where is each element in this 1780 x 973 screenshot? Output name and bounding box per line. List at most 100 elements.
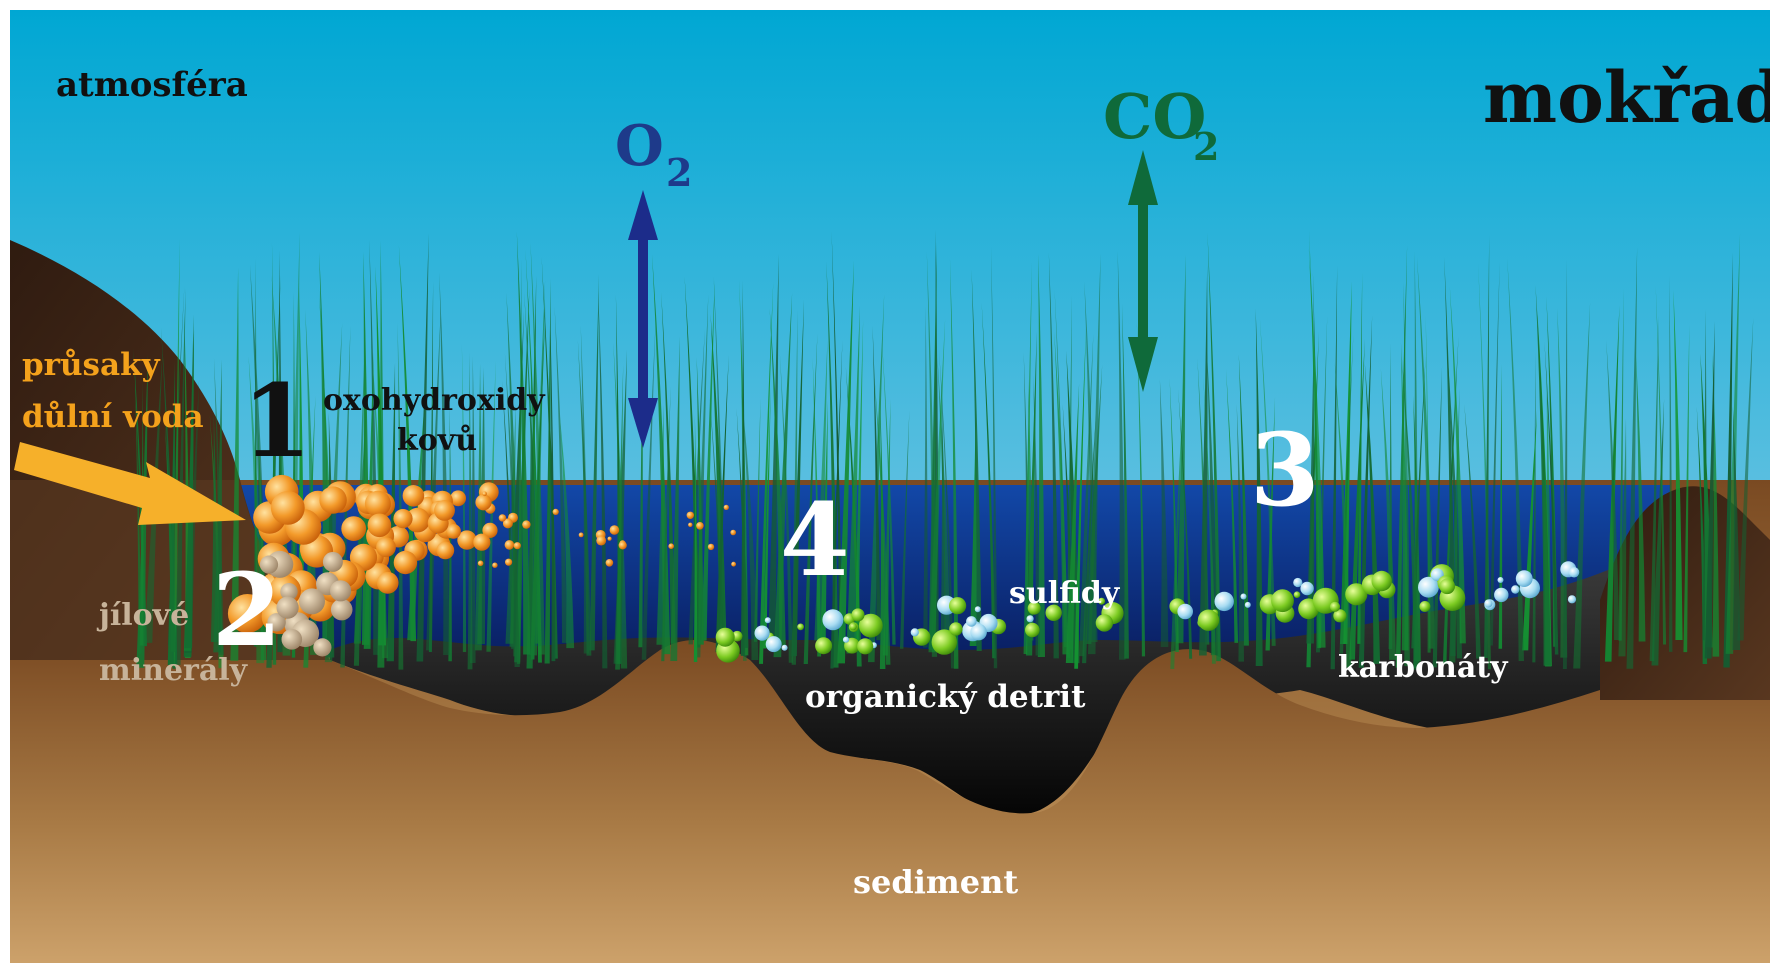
grass-blade: [1732, 406, 1741, 650]
sulfide-particle: [1098, 597, 1106, 605]
grass-blade: [305, 309, 317, 655]
carbonate-particle: [1026, 615, 1034, 623]
grass-blade: [1737, 317, 1754, 641]
grass-blade: [439, 272, 450, 655]
oxyhydroxides-label-line1: oxohydroxidy: [323, 383, 546, 418]
grass-blade: [1449, 287, 1466, 644]
organic-detritus-layer: [330, 565, 1620, 816]
grass-blade: [736, 408, 749, 648]
grass-blade: [638, 329, 643, 648]
iron-oxyhydroxide-particle: [473, 533, 491, 551]
grass-blade: [661, 386, 671, 662]
carbonate-particle: [1214, 591, 1234, 612]
carbonate-particle: [1484, 599, 1493, 608]
iron-oxyhydroxide-particle: [522, 520, 531, 529]
grass-blade: [516, 231, 531, 655]
grass-blade: [1136, 322, 1146, 657]
grass-blade: [670, 336, 680, 662]
grass-blade: [589, 274, 599, 651]
o2-label: O: [615, 113, 664, 179]
grass-blade: [1573, 302, 1591, 669]
co2-subscript: 2: [1193, 124, 1219, 169]
grass-blade: [1444, 257, 1456, 657]
iron-oxyhydroxide-particle: [723, 504, 729, 510]
grass-blade: [1159, 379, 1169, 647]
clay-mineral-particle: [299, 588, 325, 615]
carbonate-particle: [1418, 576, 1439, 598]
carbonate-particle: [910, 628, 919, 637]
sulfide-particle: [797, 623, 804, 631]
carbonate-particle: [764, 617, 771, 624]
grass-blade: [831, 231, 843, 652]
sediment-label: sediment: [853, 863, 1018, 901]
grass-blade: [1606, 340, 1620, 641]
iron-oxyhydroxide-particle: [696, 522, 704, 530]
clay-mineral-particle: [313, 638, 332, 657]
sulfide-particle: [1045, 604, 1062, 621]
grass-blade: [1544, 341, 1559, 655]
grass-blade: [530, 364, 541, 647]
sulfide-particle: [815, 637, 833, 655]
number-4: 4: [780, 481, 850, 599]
grass-blade: [172, 238, 180, 667]
grass-blade: [1673, 289, 1683, 641]
grass-blade: [1074, 326, 1087, 669]
grass-blade: [763, 387, 771, 649]
grass-blade: [773, 293, 793, 658]
iron-oxyhydroxide-particle: [319, 486, 347, 514]
grass-blade: [1065, 383, 1080, 664]
grass-blade: [759, 281, 774, 664]
grass-blade: [527, 358, 533, 657]
carbonates-label: karbonáty: [1338, 650, 1509, 685]
grass-blade: [872, 325, 881, 641]
sulfide-particle: [1329, 601, 1341, 612]
grass-blade: [1259, 318, 1276, 646]
grass-blade: [693, 414, 698, 663]
grass-reeds: [133, 230, 1754, 670]
clay-label-line1: jílové: [96, 598, 189, 633]
grass-blade: [1169, 378, 1179, 652]
grass-blade: [1054, 331, 1069, 655]
iron-oxyhydroxide-particle: [686, 511, 694, 519]
grass-blade: [696, 357, 704, 645]
iron-oxyhydroxide-particle: [436, 541, 455, 560]
sulfide-particle: [851, 608, 865, 622]
grass-blade: [1025, 331, 1037, 656]
carbonate-particle: [1568, 567, 1580, 578]
sulfide-particle: [849, 622, 857, 631]
atmosphere-label: atmosféra: [56, 65, 248, 105]
grass-blade: [174, 288, 186, 665]
grass-blade: [940, 389, 946, 654]
grass-blade: [1357, 272, 1363, 644]
grass-blade: [981, 303, 996, 659]
sulfide-particle: [1027, 601, 1041, 615]
mineral-particles: [227, 474, 1580, 663]
grass-blade: [971, 269, 982, 652]
iron-oxyhydroxide-particle: [731, 561, 736, 567]
carbonate-particle: [842, 636, 850, 643]
grass-blade: [938, 349, 954, 669]
grass-blade: [701, 279, 715, 641]
iron-oxyhydroxide-particle: [270, 491, 305, 525]
grass-blade: [854, 320, 864, 646]
grass-blade: [580, 325, 590, 654]
grass-blade: [779, 354, 793, 663]
sulfide-particle: [857, 638, 874, 655]
grass-blade: [1199, 265, 1208, 656]
iron-oxyhydroxide-particle: [367, 513, 392, 538]
grass-blade: [1446, 332, 1463, 659]
grass-blade: [715, 354, 729, 653]
grass-blade: [803, 333, 818, 664]
iron-oxyhydroxide-particle: [446, 524, 461, 539]
grass-blade: [1048, 252, 1059, 659]
grass-blade: [550, 307, 556, 662]
iron-oxyhydroxide-particle: [513, 542, 521, 550]
grass-blade: [1635, 347, 1646, 642]
sulfide-particle: [1345, 583, 1368, 606]
o2-subscript: 2: [666, 150, 692, 195]
seepage-arrow: [14, 442, 246, 525]
grass-blade: [1683, 325, 1690, 653]
grass-blade: [1618, 418, 1627, 657]
grass-blade: [505, 405, 516, 644]
carbonate-particle: [1293, 577, 1303, 588]
